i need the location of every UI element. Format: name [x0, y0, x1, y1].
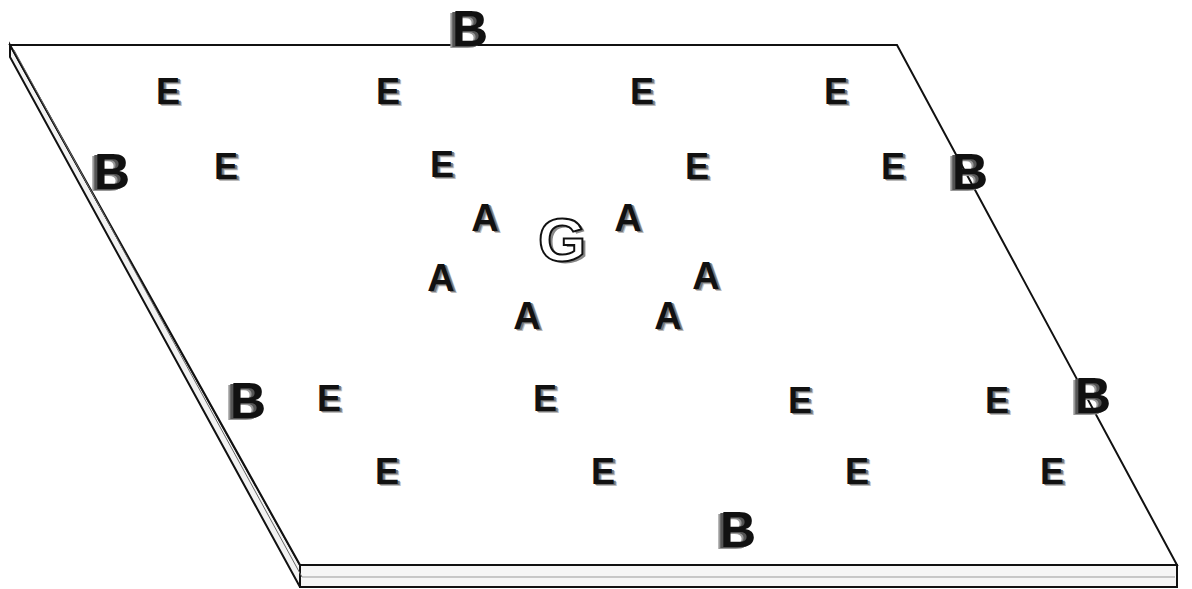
reference-letter: E [824, 74, 848, 110]
plate-edge-line [302, 577, 1175, 578]
reference-letter: A [427, 259, 454, 297]
reference-letter: G [538, 209, 586, 271]
reference-letter: E [685, 149, 709, 185]
reference-letter: E [985, 383, 1009, 419]
reference-letter: E [591, 454, 615, 490]
reference-letter: E [156, 74, 180, 110]
plate-front [300, 565, 1177, 587]
reference-letter: A [614, 199, 641, 237]
plate-top [10, 45, 1177, 565]
reference-letter: E [533, 381, 557, 417]
reference-letter: E [788, 383, 812, 419]
reference-letter: B [952, 147, 988, 197]
reference-letter: A [692, 257, 719, 295]
reference-letter: E [375, 454, 399, 490]
plate-edge-line [14, 50, 302, 577]
reference-letter: E [430, 147, 454, 183]
reference-letter: E [630, 74, 654, 110]
reference-letter: A [513, 297, 540, 335]
reference-letter: B [94, 147, 130, 197]
reference-letter: B [720, 505, 756, 555]
reference-letter: E [1040, 454, 1064, 490]
reference-letter: A [654, 297, 681, 335]
reference-letter: B [1075, 371, 1111, 421]
reference-letter: E [214, 149, 238, 185]
reference-letter: E [881, 149, 905, 185]
reference-letter: B [452, 4, 488, 54]
reference-letter: E [376, 74, 400, 110]
reference-letter: A [471, 199, 498, 237]
reference-letter: E [317, 381, 341, 417]
reference-letter: E [845, 454, 869, 490]
reference-letter: B [230, 376, 266, 426]
